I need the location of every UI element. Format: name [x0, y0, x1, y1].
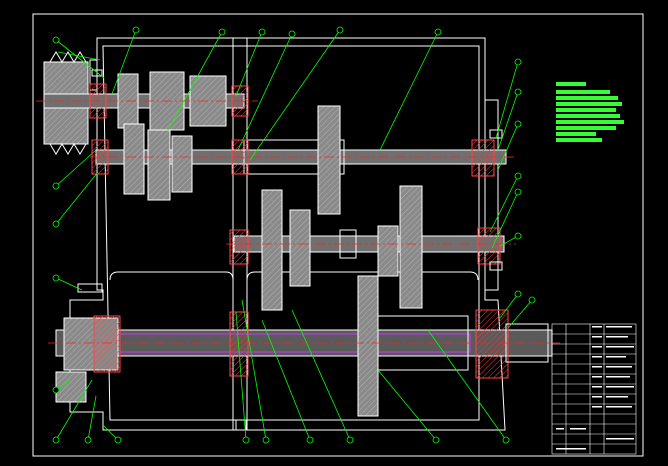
third-bearing-right	[477, 227, 501, 265]
third-gear-a	[261, 189, 283, 311]
third-gear-b	[289, 209, 311, 287]
third-gear-d	[399, 185, 423, 309]
pulley-v-grooves	[49, 51, 87, 63]
output-left-flange	[55, 371, 87, 403]
output-shaft-assembly	[48, 275, 560, 417]
cluster-gear-3	[171, 135, 193, 193]
output-bearing-mid	[229, 311, 249, 377]
third-gear-c	[377, 225, 399, 277]
input-shaft-assembly	[36, 51, 258, 155]
second-bearing-right	[471, 139, 495, 177]
output-bearing-right	[475, 309, 509, 379]
third-shaft-assembly	[226, 185, 516, 311]
cluster-gear-1	[123, 123, 145, 195]
callout-markers	[52, 26, 536, 444]
title-block	[551, 323, 637, 455]
sliding-gear-a	[357, 275, 379, 417]
sheet-border	[32, 13, 644, 457]
leader-lines	[55, 29, 533, 441]
cluster-gear-2	[147, 129, 171, 201]
technical-requirements	[556, 82, 624, 142]
large-gear-top	[317, 105, 341, 215]
title-block-text	[556, 326, 634, 450]
second-shaft-assembly	[90, 105, 516, 215]
third-bearing-left	[229, 229, 249, 265]
output-bearing-left	[93, 315, 121, 373]
